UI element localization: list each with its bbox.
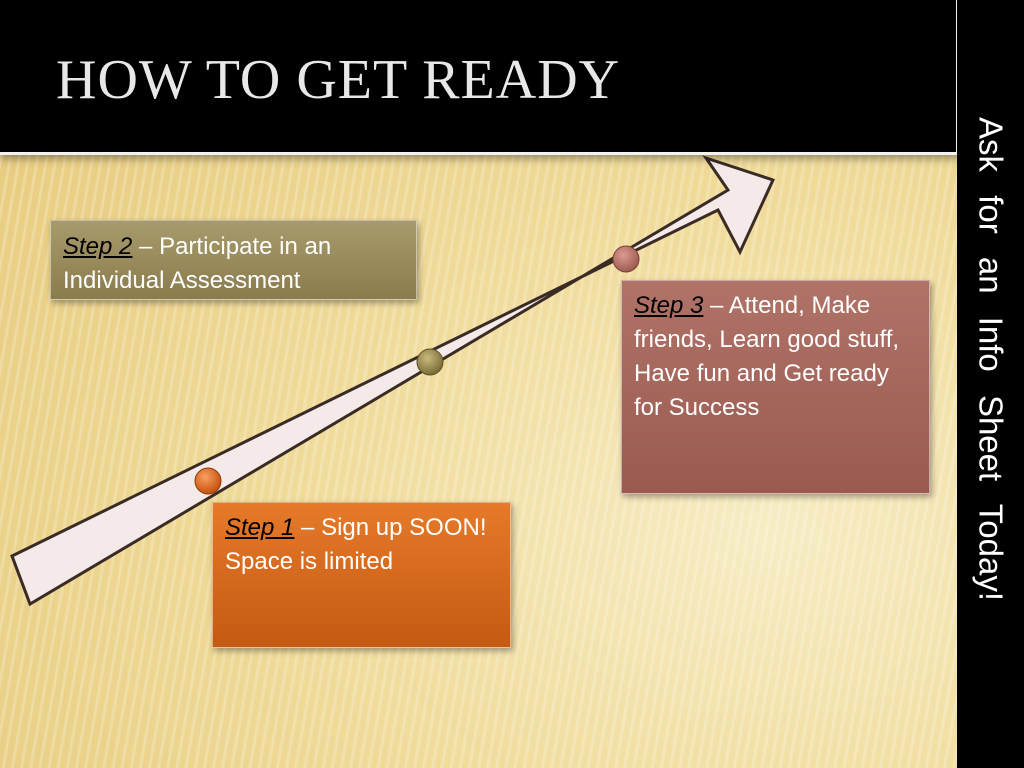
step3-label: Step 3	[634, 292, 704, 319]
side-callout-text: Ask for an Info Sheet Today!	[972, 117, 1010, 601]
step2-label: Step 2	[63, 233, 133, 260]
step3-box: Step 3 – Attend, Make friends, Learn goo…	[621, 280, 930, 494]
step2-marker-dot	[416, 348, 444, 376]
side-callout: Ask for an Info Sheet Today!	[957, 0, 1024, 768]
slide-title: HOW TO GET READY	[56, 49, 621, 111]
side-bar	[957, 0, 1024, 768]
title-bar: HOW TO GET READY	[0, 0, 959, 155]
step1-marker-dot	[194, 467, 222, 495]
step1-box: Step 1 – Sign up SOON! Space is limited	[212, 502, 511, 648]
step2-box: Step 2 – Participate in an Individual As…	[50, 220, 417, 300]
step3-text: – Attend, Make friends, Learn good stuff…	[634, 292, 900, 421]
step1-label: Step 1	[225, 514, 295, 541]
step2-text: – Participate in an Individual Assessmen…	[63, 233, 332, 294]
step1-text: – Sign up SOON! Space is limited	[225, 514, 487, 575]
step3-marker-dot	[612, 245, 640, 273]
